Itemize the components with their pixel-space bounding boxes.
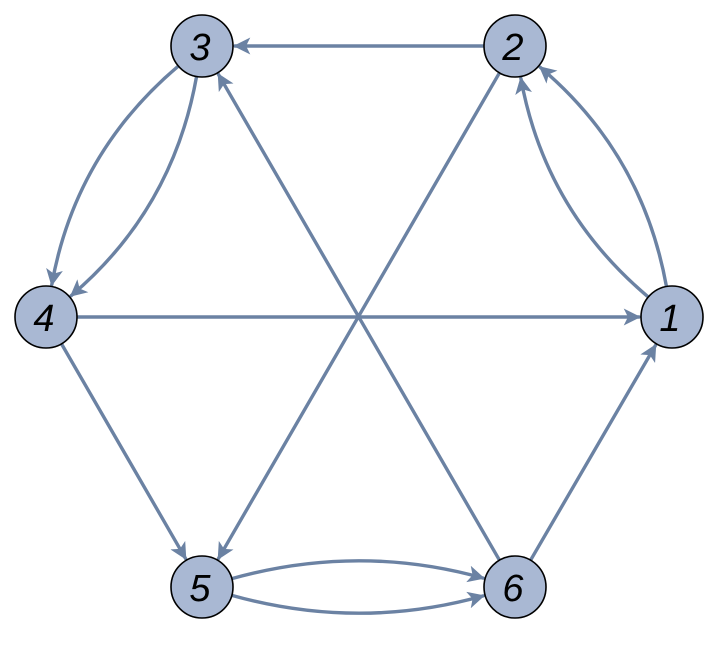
node-1: 1	[640, 285, 704, 349]
node-4: 4	[14, 285, 78, 349]
node-3-circle	[170, 14, 234, 78]
node-3: 3	[170, 14, 234, 78]
node-5-label: 5	[189, 568, 211, 610]
nodes-layer: 1 2 3 4 5 6	[14, 14, 704, 619]
edges-layer	[46, 37, 669, 615]
node-2: 2	[483, 14, 547, 78]
node-5-circle	[170, 555, 234, 619]
edge-1-to-2	[515, 76, 650, 299]
node-5: 5	[170, 555, 234, 619]
node-6-label: 6	[502, 568, 524, 610]
node-4-label: 4	[33, 298, 54, 340]
edge-3-to-4	[69, 74, 199, 298]
edge-2-to-5	[216, 71, 502, 561]
edge-4-to-5	[59, 342, 188, 561]
edge-3-to-4	[46, 64, 181, 287]
node-1-label: 1	[659, 298, 680, 340]
edge-6-to-1	[528, 343, 658, 562]
node-1-circle	[640, 285, 704, 349]
node-6-circle	[483, 555, 547, 619]
node-4-circle	[14, 285, 78, 349]
edge-5-to-6	[230, 559, 485, 583]
node-2-label: 2	[501, 27, 523, 69]
edge-1-to-2	[538, 65, 669, 289]
node-6: 6	[483, 555, 547, 619]
node-3-label: 3	[189, 27, 210, 69]
edge-5-to-6	[230, 591, 485, 615]
node-2-circle	[483, 14, 547, 78]
